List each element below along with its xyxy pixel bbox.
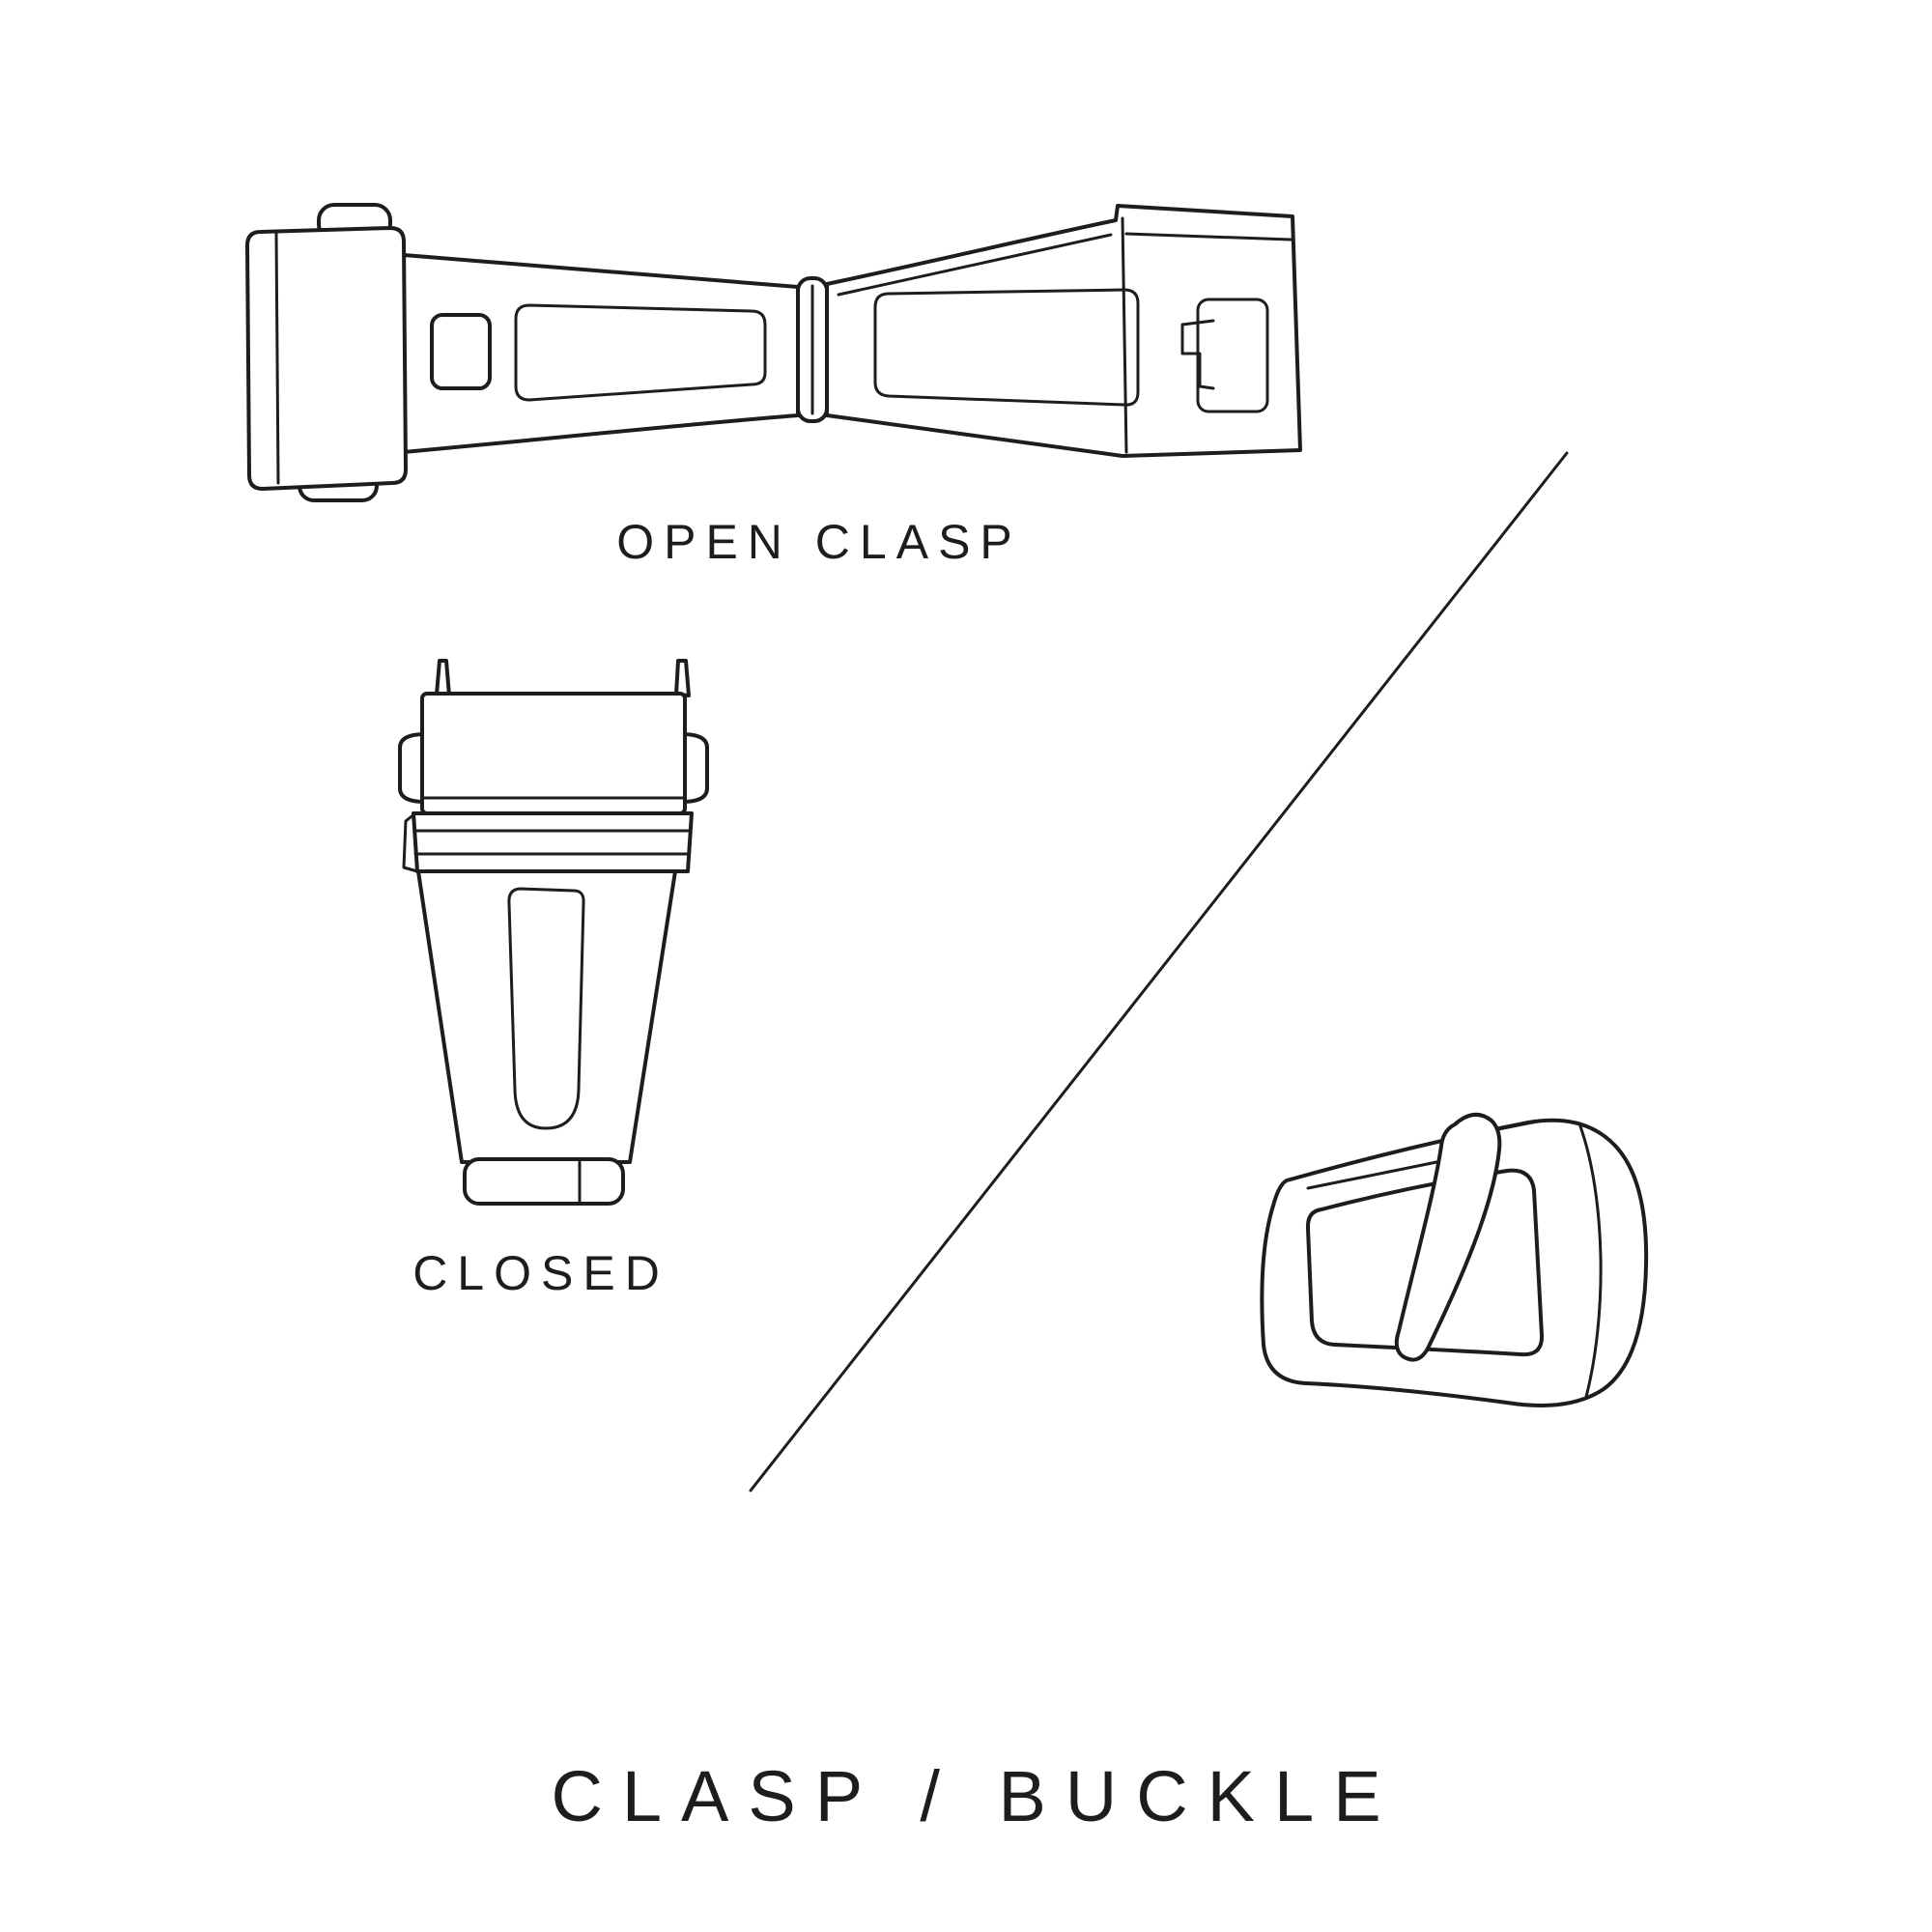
diagonal-divider-line <box>749 451 1569 1492</box>
buckle-illustration <box>1260 1113 1649 1407</box>
clasp-end-block-fold-line <box>274 232 280 485</box>
clasp-latch-hook <box>1180 319 1215 390</box>
open-clasp-illustration <box>245 203 1302 502</box>
page-title: CLASP / BUCKLE <box>551 1756 1400 1836</box>
closed-clasp-body <box>416 869 677 1164</box>
buckle-right-edge-line <box>1578 1124 1603 1399</box>
closed-clasp-body-groove <box>507 887 585 1130</box>
closed-clasp-illustration <box>398 659 709 1206</box>
buckle-tang <box>1394 1113 1502 1362</box>
clasp-end-block <box>245 226 408 491</box>
clasp-left-arm-window <box>514 303 767 402</box>
closed-clasp-band <box>412 811 694 873</box>
clasp-left-arm-notch <box>430 313 492 390</box>
clasp-right-end-top-band <box>1124 232 1293 242</box>
closed-clasp-left-ear <box>398 732 427 804</box>
closed-label: CLOSED <box>412 1246 669 1300</box>
closed-clasp-band-fold <box>402 811 419 873</box>
clasp-right-arm-window <box>873 288 1140 407</box>
closed-clasp-top-block <box>420 692 687 815</box>
clasp-latch-cutout <box>1196 298 1269 413</box>
closed-clasp-bottom-cap <box>463 1157 625 1206</box>
clasp-right-end-link-line <box>1121 216 1128 454</box>
clasp-right-arm-blade-line <box>837 233 1113 297</box>
open-clasp-label: OPEN CLASP <box>616 515 1022 569</box>
closed-clasp-right-ear <box>680 732 709 804</box>
clasp-right-arm <box>825 204 1302 458</box>
closed-clasp-right-prong <box>674 659 691 697</box>
buckle-pin-bar <box>1306 1156 1458 1190</box>
closed-clasp-left-prong <box>435 659 451 697</box>
